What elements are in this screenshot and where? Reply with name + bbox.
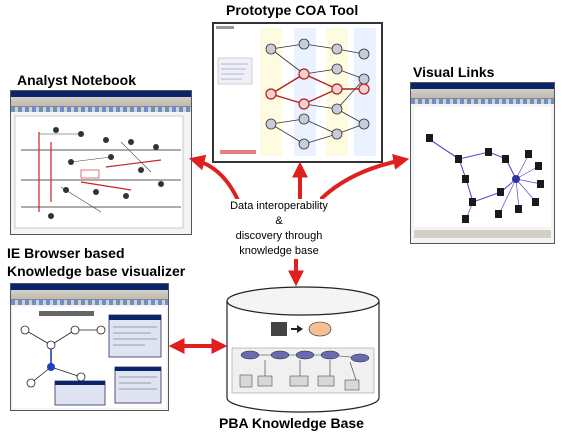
visual-links-label: Visual Links: [413, 64, 495, 80]
arrow-to-analyst-notebook: [188, 154, 242, 207]
analyst-notebook-label: Analyst Notebook: [17, 72, 137, 88]
visual-links-graph-image: [414, 107, 551, 238]
arrow-to-visual-links: [320, 153, 410, 200]
visual-links-toolbar: [411, 99, 554, 104]
prototype-coa-tool-label: Prototype COA Tool: [226, 2, 359, 18]
coa-graph-image: [216, 26, 376, 156]
visual-links-screenshot: [410, 82, 555, 244]
ie-browser-label-line2: Knowledge base visualizer: [7, 263, 186, 279]
visual-links-titlebar: [411, 83, 554, 89]
ie-browser-screenshot: [10, 283, 169, 411]
center-caption-line1: Data interoperability &: [230, 200, 328, 227]
kb-contents-image: [231, 321, 375, 394]
ie-browser-graph-image: [13, 307, 166, 408]
analyst-notebook-chart-image: [14, 115, 184, 229]
ie-browser-menubar: [11, 290, 168, 300]
ie-browser-label-line1: IE Browser based: [7, 245, 125, 261]
ie-browser-titlebar: [11, 284, 168, 290]
analyst-notebook-titlebar: [11, 91, 191, 97]
center-caption-line3: knowledge base: [239, 245, 319, 257]
pba-knowledge-base-label: PBA Knowledge Base: [219, 415, 364, 431]
center-caption-line2: discovery through: [235, 230, 323, 242]
analyst-notebook-screenshot: [10, 90, 192, 235]
analyst-notebook-menubar: [11, 97, 191, 107]
ie-browser-toolbar: [11, 300, 168, 305]
center-caption: Data interoperability & discovery throug…: [225, 199, 333, 259]
analyst-notebook-toolbar: [11, 107, 191, 112]
visual-links-menubar: [411, 89, 554, 99]
